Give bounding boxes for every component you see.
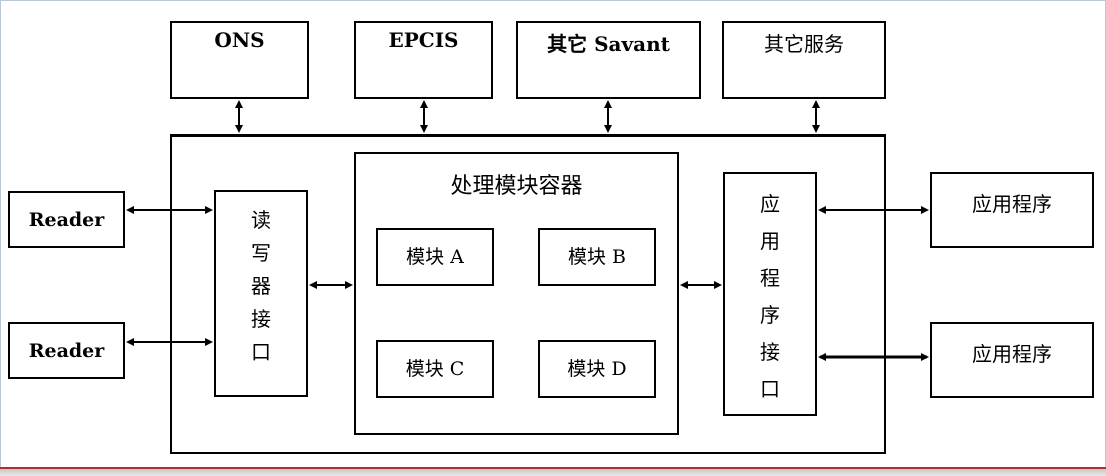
reader-interface-char: 口	[251, 340, 271, 364]
savant-box: 其它 Savant	[516, 21, 701, 99]
reader-label-1: Reader	[28, 209, 105, 231]
module-c-box: 模块 C	[376, 340, 494, 398]
app-interface-char: 用	[760, 229, 780, 253]
reader-box-1: Reader	[8, 191, 125, 248]
reader-label-2: Reader	[28, 340, 105, 362]
module-b-box: 模块 B	[538, 228, 656, 286]
app-interface-char: 应	[760, 192, 780, 216]
module-d-label: 模块 D	[567, 358, 627, 380]
reader-interface-char: 读	[251, 208, 271, 232]
app-interface-char: 程	[760, 266, 780, 290]
app-interface-char: 接	[760, 340, 780, 364]
other-services-box: 其它服务	[722, 21, 886, 99]
module-a-label: 模块 A	[406, 246, 464, 268]
ons-label: ONS	[214, 28, 265, 52]
epcis-label: EPCIS	[388, 28, 459, 52]
module-container-title: 处理模块容器	[450, 174, 583, 199]
reader-interface-box: 读 写 器 接 口	[214, 190, 308, 397]
ons-box: ONS	[170, 21, 309, 99]
savant-label: 其它 Savant	[547, 32, 670, 56]
app-interface-box: 应 用 程 序 接 口	[723, 172, 817, 416]
module-a-box: 模块 A	[376, 228, 494, 286]
reader-interface-char: 写	[251, 241, 271, 265]
reader-interface-char: 接	[251, 307, 271, 331]
reader-box-2: Reader	[8, 322, 125, 379]
application-label-1: 应用程序	[972, 192, 1052, 216]
reader-interface-char: 器	[251, 274, 271, 298]
app-interface-char: 序	[760, 303, 780, 327]
app-interface-char: 口	[760, 377, 780, 401]
application-label-2: 应用程序	[972, 342, 1052, 366]
app-interface-label: 应 用 程 序 接 口	[725, 186, 815, 408]
module-c-label: 模块 C	[405, 358, 465, 380]
epcis-box: EPCIS	[354, 21, 493, 99]
module-d-box: 模块 D	[538, 340, 656, 398]
other-services-label: 其它服务	[764, 32, 844, 56]
application-box-2: 应用程序	[930, 322, 1094, 398]
module-b-label: 模块 B	[567, 246, 626, 268]
window-bottom-edge	[0, 467, 1106, 476]
application-box-1: 应用程序	[930, 172, 1094, 248]
reader-interface-label: 读 写 器 接 口	[216, 204, 306, 369]
